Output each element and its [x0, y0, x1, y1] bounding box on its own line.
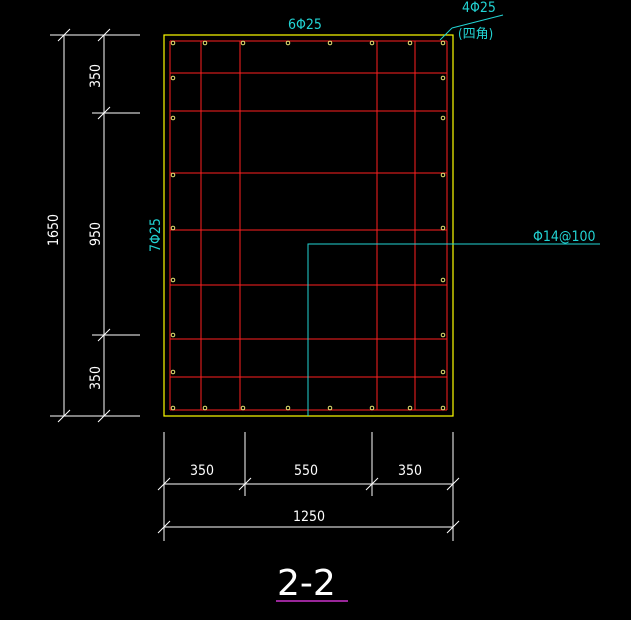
rebar-bar — [202, 40, 208, 46]
rebar-bar — [170, 332, 176, 338]
section-title: 2-2 — [277, 563, 336, 604]
bottom-total-dimension: 1250 — [293, 509, 325, 525]
bottom-dimension-left: 350 — [190, 463, 214, 479]
stirrup-label: Φ14@100 — [533, 229, 596, 245]
rebar-bar — [440, 40, 446, 46]
bottom-dimension-middle: 550 — [294, 463, 318, 479]
rebar-bar — [327, 405, 333, 411]
rebar-bar — [170, 277, 176, 283]
rebar-bar — [170, 225, 176, 231]
left-dimension-bottom: 350 — [88, 366, 104, 390]
rebar-bar — [369, 405, 375, 411]
rebar-bar — [440, 115, 446, 121]
rebar-bar — [202, 405, 208, 411]
rebar-bar — [327, 40, 333, 46]
rebar-bar — [170, 115, 176, 121]
rebar-bar — [440, 332, 446, 338]
rebar-bar — [407, 405, 413, 411]
rebar-bar — [285, 40, 291, 46]
rebar-bar — [369, 40, 375, 46]
rebar-bar — [440, 75, 446, 81]
rebar-bar — [240, 40, 246, 46]
left-dimension — [50, 28, 140, 423]
rebar-bar — [170, 405, 176, 411]
rebar-bar — [440, 277, 446, 283]
left-dimension-middle: 950 — [88, 222, 104, 246]
rebar-bar — [407, 40, 413, 46]
rebar-bar — [170, 40, 176, 46]
stirrup-leader — [307, 14, 600, 416]
rebar-bar — [440, 172, 446, 178]
rebar-bar — [440, 225, 446, 231]
left-dimension-top: 350 — [88, 64, 104, 88]
rebar-dots — [170, 40, 446, 411]
top-rebar-label: 6Φ25 — [288, 17, 322, 33]
corner-rebar-label: 4Φ25 — [462, 0, 496, 16]
rebar-bar — [440, 405, 446, 411]
rebar-bar — [285, 405, 291, 411]
rebar-bar — [240, 405, 246, 411]
bottom-dimension-right: 350 — [398, 463, 422, 479]
rebar-bar — [170, 369, 176, 375]
left-total-dimension: 1650 — [46, 214, 62, 246]
corner-rebar-note: (四角) — [458, 27, 493, 42]
rebar-bar — [440, 369, 446, 375]
bottom-dimension — [157, 432, 460, 541]
rebar-bar — [170, 172, 176, 178]
rebar-bar — [170, 75, 176, 81]
side-rebar-label: 7Φ25 — [148, 218, 164, 252]
